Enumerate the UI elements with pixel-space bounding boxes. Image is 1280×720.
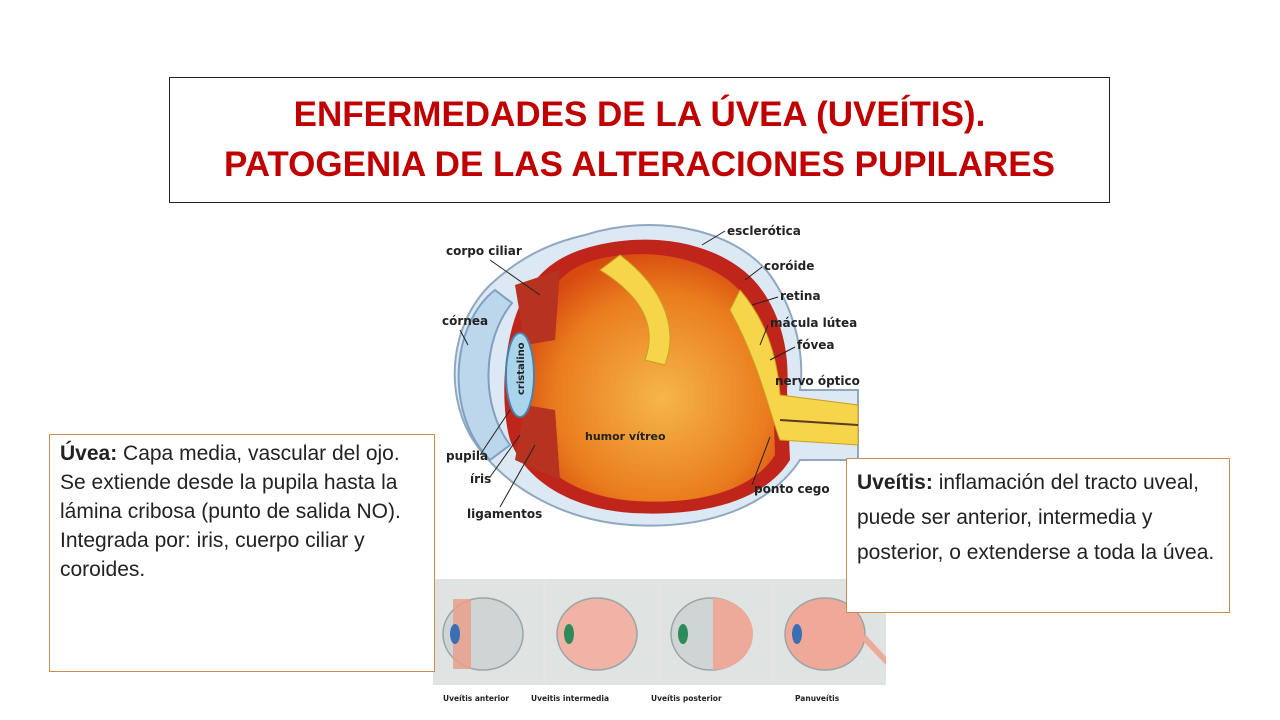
vitreous-shape [523, 254, 775, 502]
label-pupila: pupila [446, 449, 488, 463]
uveitis-definition-box: Uveítis: inflamación del tracto uveal, p… [846, 458, 1230, 613]
label-fovea: fóvea [797, 338, 835, 352]
label-panuveitis: Panuveítis [795, 694, 840, 703]
title-line-1: ENFERMEDADES DE LA ÚVEA (UVEÍTIS). [293, 95, 986, 134]
label-corpo-ciliar: corpo ciliar [446, 244, 522, 258]
label-cristalino: cristalino [516, 342, 527, 395]
label-coroide: coróide [764, 259, 814, 273]
eye-anatomy-diagram: cristalino corpo ciliar córnea pupila ír… [442, 224, 860, 527]
label-uveitis-anterior: Uveítis anterior [443, 694, 509, 703]
uvea-text: Capa media, vascular del ojo. Se extiend… [60, 442, 401, 581]
cornea-shape [457, 288, 514, 462]
label-cornea: córnea [442, 314, 488, 328]
label-ponto: ponto cego [754, 482, 830, 496]
lens-shape [505, 332, 535, 418]
label-macula: mácula lútea [770, 316, 857, 330]
label-humor: humor vítreo [585, 430, 666, 443]
uveitis-term: Uveítis: [857, 471, 933, 494]
retina-band [599, 254, 671, 366]
label-uveitis-intermedia: Uveitis intermedia [531, 694, 609, 703]
uveitis-intermedia-panel [547, 579, 657, 685]
uvea-term: Úvea: [60, 442, 118, 465]
uveitis-anterior-panel [433, 579, 543, 685]
title-box: ENFERMEDADES DE LA ÚVEA (UVEÍTIS). PATOG… [169, 77, 1110, 203]
label-nervo: nervo óptico [775, 374, 860, 388]
uveitis-types-strip: Uveítis anterior Uveitis intermedia Uveí… [433, 579, 886, 705]
label-esclerotica: esclerótica [727, 224, 801, 238]
label-ligamentos: ligamentos [467, 507, 542, 521]
label-iris: íris [470, 472, 491, 486]
label-uveitis-posterior: Uveítis posterior [651, 694, 722, 703]
uveitis-text: inflamación del tracto uveal, puede ser … [857, 471, 1215, 564]
ciliary-body [515, 270, 560, 345]
label-retina: retina [780, 289, 821, 303]
title-line-2: PATOGENIA DE LAS ALTERACIONES PUPILARES [224, 145, 1055, 184]
uveitis-posterior-panel [661, 579, 771, 685]
uvea-definition-box: Úvea: Capa media, vascular del ojo. Se e… [49, 434, 435, 672]
